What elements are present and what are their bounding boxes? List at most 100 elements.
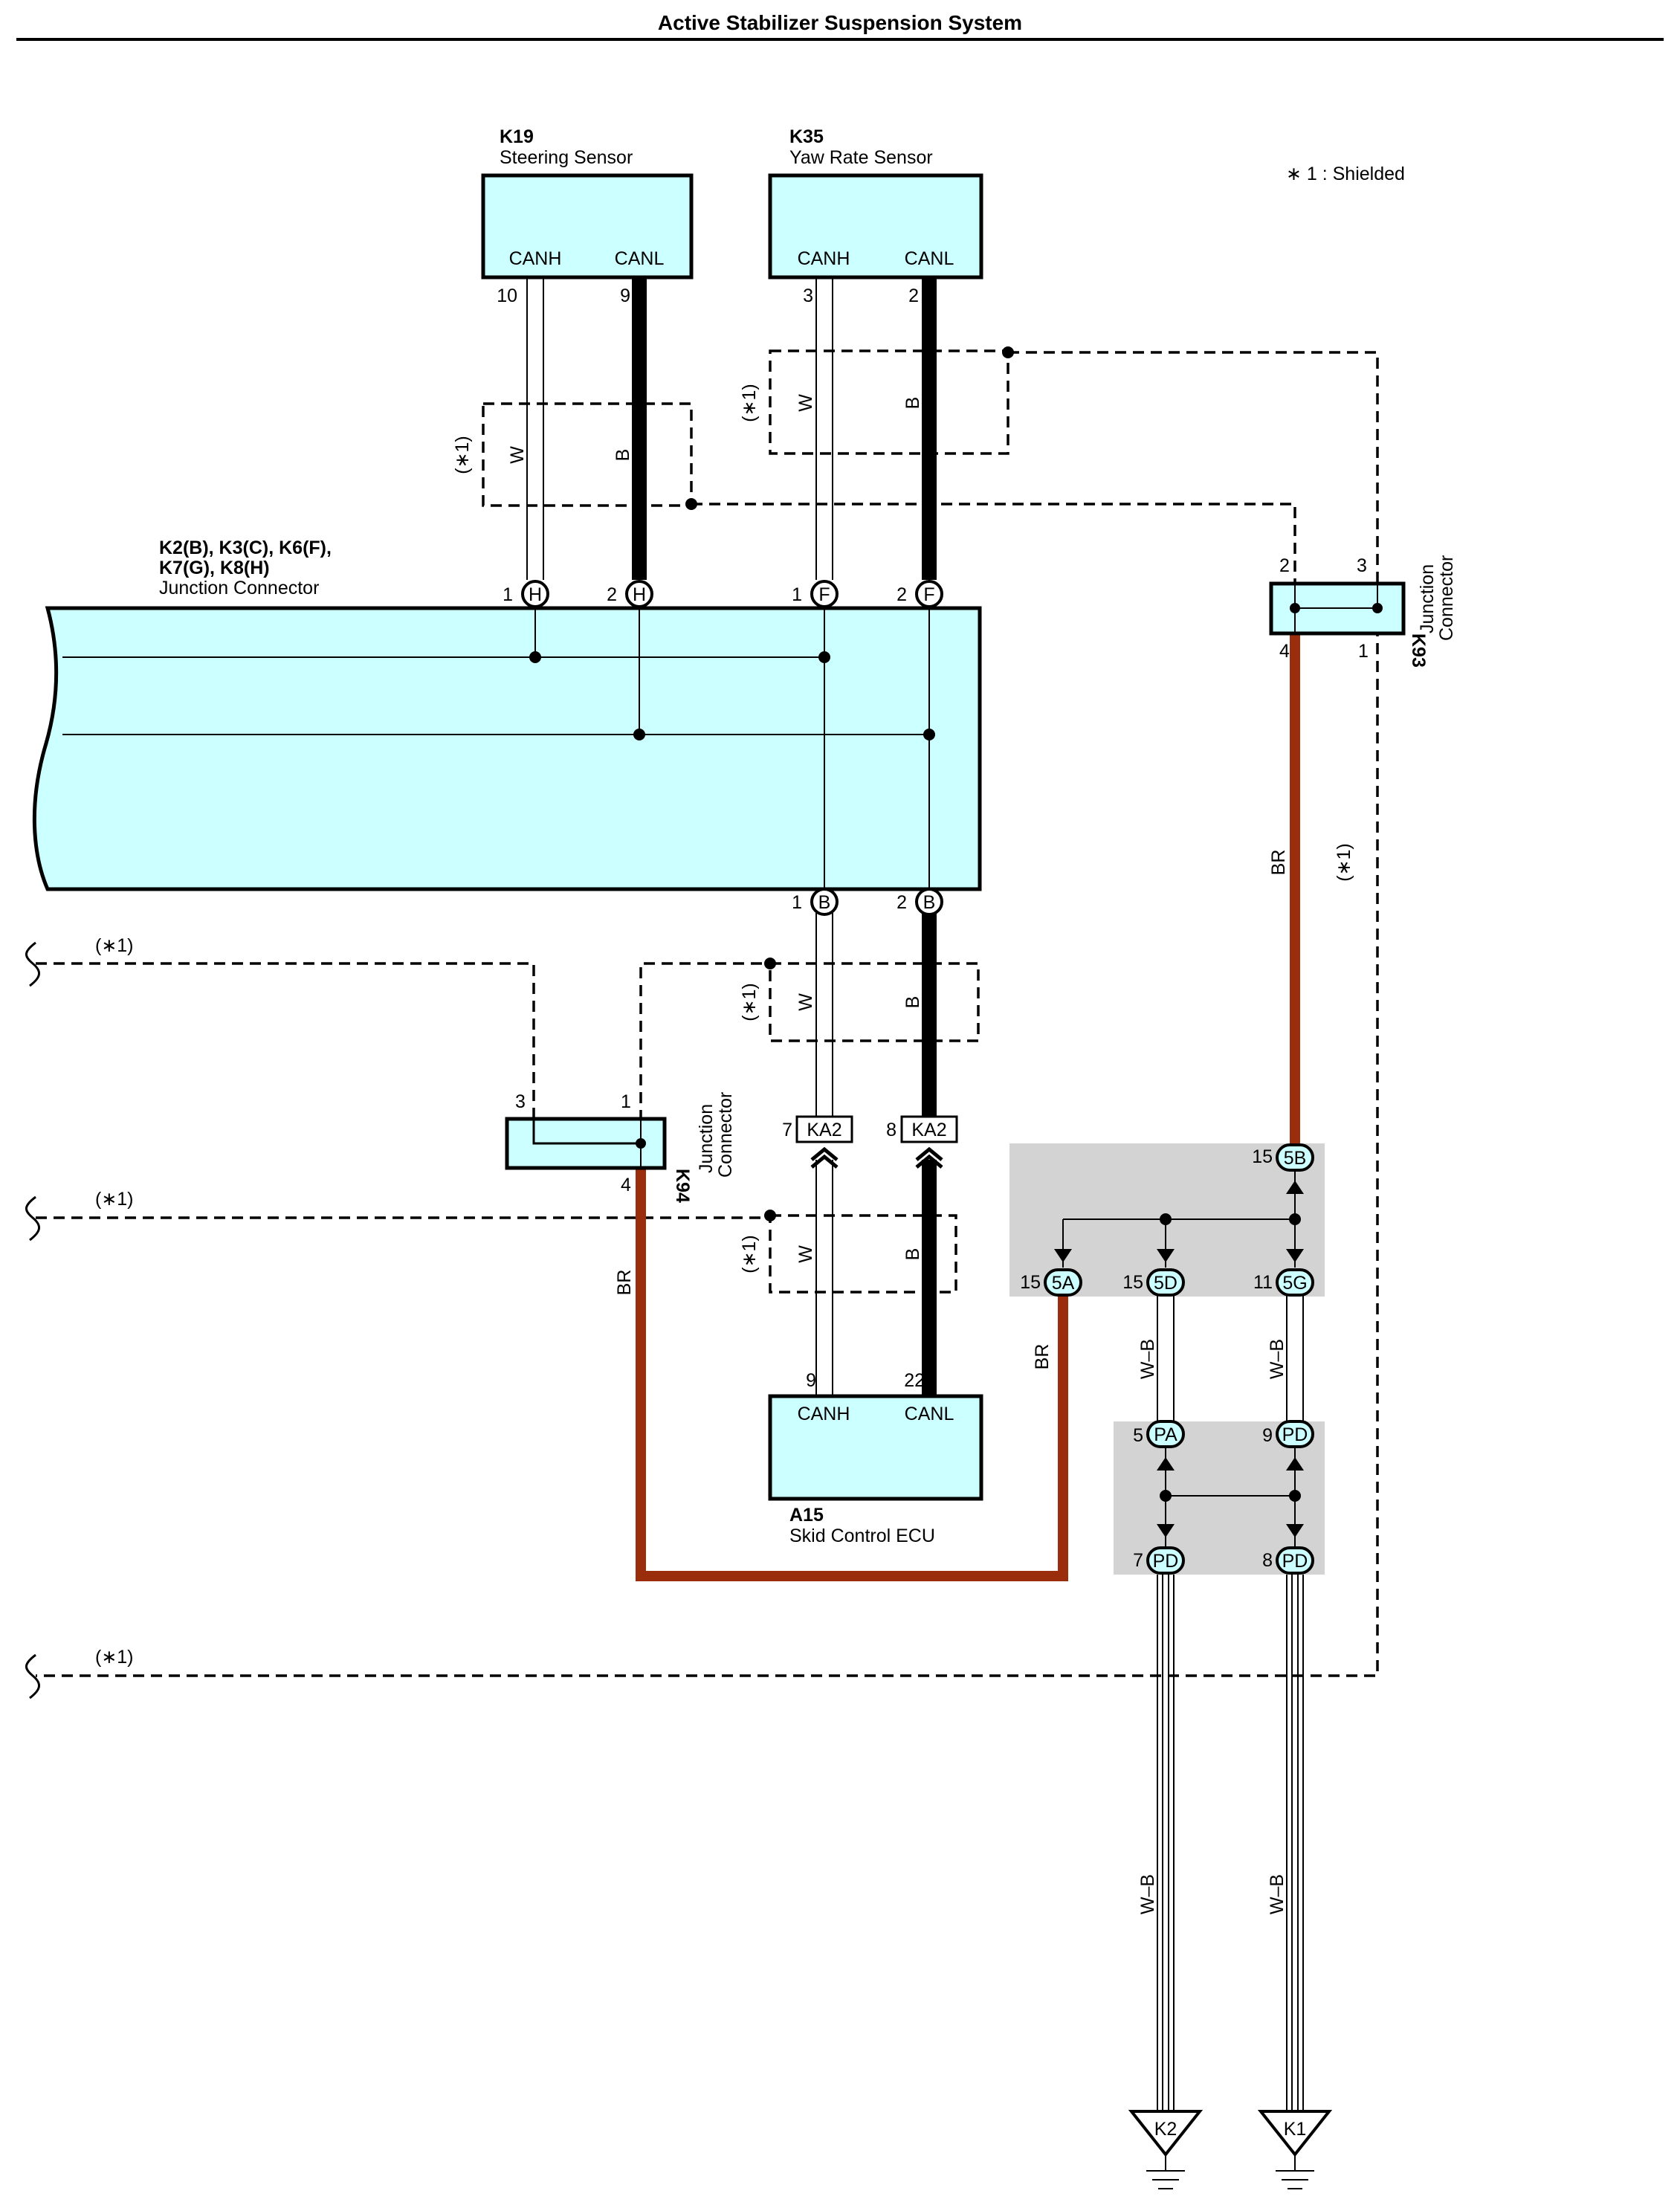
pin-name: CANH [798,1404,850,1424]
shield-lines [36,349,1379,1677]
wire-color-label: W–B [1137,1874,1158,1914]
pin-number: 1 [621,1091,631,1112]
pin-letter: F [818,584,830,605]
component-code: K2(B), K3(C), K6(F), [159,538,332,558]
pin-letter: 5B [1284,1148,1307,1169]
pin-number: 3 [1357,555,1367,576]
shield-label: (∗1) [95,935,134,956]
pin-number: 1 [1358,641,1369,662]
pin-number: 2 [896,584,907,605]
pin-letter: PD [1153,1551,1179,1572]
ground-point-k2: K2 [1128,2110,1204,2189]
wire-color-label: W–B [1137,1339,1158,1379]
splice-connector-pa: 5 PA [1133,1420,1185,1448]
shield-label: (∗1) [739,1235,760,1274]
wire-break-symbol [25,1653,40,1699]
shield-junction-dot [685,498,697,510]
pin-number: 3 [803,285,813,306]
k94-junction-connector: 3 1 4 K94 Junction Connector [505,1091,736,1203]
connector-pin-b1: 1 B [792,888,839,916]
inline-connector-ka2-7: 7 KA2 [782,1115,853,1169]
splice-dot [1160,1490,1172,1502]
wire-color-label: B [902,996,923,1009]
page-title: Active Stabilizer Suspension System [658,11,1022,34]
pin-number: 1 [503,584,513,605]
pin-letter: PA [1154,1424,1177,1445]
shield-label: (∗1) [1334,843,1354,882]
component-name: Yaw Rate Sensor [789,147,933,168]
connector-code: KA2 [911,1120,946,1140]
pin-number: 15 [1122,1272,1143,1293]
wire-color-label: BR [1268,850,1289,876]
ground-label: K1 [1284,2119,1307,2140]
connector-pin-h1: 1 H [503,580,549,608]
shield-junction-dot [764,1210,776,1221]
connector-pin-b2: 2 B [896,888,943,916]
wire-color-label: W–B [1267,1339,1288,1379]
wire-color-label: BR [614,1270,635,1296]
component-name: Junction Connector [159,578,319,598]
pin-number: 2 [908,285,919,306]
component-name: Connector [1436,555,1457,641]
pin-number: 2 [896,892,907,913]
wire-color-label: B [902,1248,923,1261]
wire-color-label: BR [1032,1344,1053,1370]
connector-pin-h2: 2 H [607,580,653,608]
pin-name: CANH [509,248,562,269]
pin-number: 8 [1262,1550,1273,1571]
connector-code: KA2 [807,1120,841,1140]
pin-letter: 5A [1052,1273,1075,1294]
component-code: K94 [672,1169,693,1203]
splice-connector-pd8: 8 PD [1262,1546,1314,1575]
pin-number: 7 [1133,1550,1143,1571]
wire-break-symbol [25,941,40,987]
pin-name: CANL [615,248,665,269]
pin-number: 11 [1253,1272,1273,1293]
component-code: K19 [500,126,534,147]
wire-color-label: W [795,1245,816,1263]
shield-label: (∗1) [95,1189,134,1210]
pin-letter: PD [1282,1551,1308,1572]
pin-number: 2 [1279,555,1290,576]
pin-letter: H [633,584,646,605]
pin-number: 3 [515,1091,526,1112]
connector-pin-f1: 1 F [792,580,839,608]
pin-letter: B [818,892,831,913]
shield-label: (∗1) [95,1647,134,1668]
pin-name: CANL [905,248,954,269]
pin-number: 2 [607,584,617,605]
splice-connector-5g: 11 5G [1253,1268,1314,1297]
wire-break-symbol [25,1195,40,1242]
k93-junction-connector: 2 3 4 1 K93 Junction Connector [1269,555,1457,668]
shield-junction-dot [764,958,776,969]
splice-dot [1160,1213,1172,1225]
splice-connector-5a: 15 5A [1020,1268,1082,1297]
pin-letter: 5D [1154,1273,1177,1294]
pin-name: CANL [905,1404,954,1424]
wire-color-label: W–B [1267,1874,1288,1914]
inline-connector-ka2-8: 8 KA2 [886,1115,958,1169]
k19-steering-sensor: K19 Steering Sensor CANH CANL 10 9 [481,126,694,306]
shield-legend: ∗ 1 : Shielded [1286,164,1405,184]
pin-number: 9 [620,285,630,306]
splice-connector-5b: 15 5B [1252,1143,1314,1172]
pin-name: CANH [798,248,850,269]
wire-br [636,1169,1068,1581]
pin-letter: H [529,584,542,605]
pin-number: 5 [1133,1425,1143,1446]
splice-connector-pd9: 9 PD [1262,1420,1314,1448]
component-code: K93 [1408,633,1429,668]
component-code: A15 [789,1505,824,1526]
pin-letter: B [923,892,936,913]
k35-yaw-rate-sensor: K35 Yaw Rate Sensor CANH CANL 3 2 [768,126,983,306]
pin-number: 9 [1262,1425,1273,1446]
pin-number: 10 [497,285,517,306]
pin-number: 9 [806,1370,816,1391]
component-name: Steering Sensor [500,147,633,168]
wire-color-label: W [795,394,816,412]
shield-junction-dot [1002,346,1014,358]
pin-number: 4 [1279,641,1290,662]
pin-number: 15 [1252,1146,1273,1167]
pin-letter: F [923,584,934,605]
